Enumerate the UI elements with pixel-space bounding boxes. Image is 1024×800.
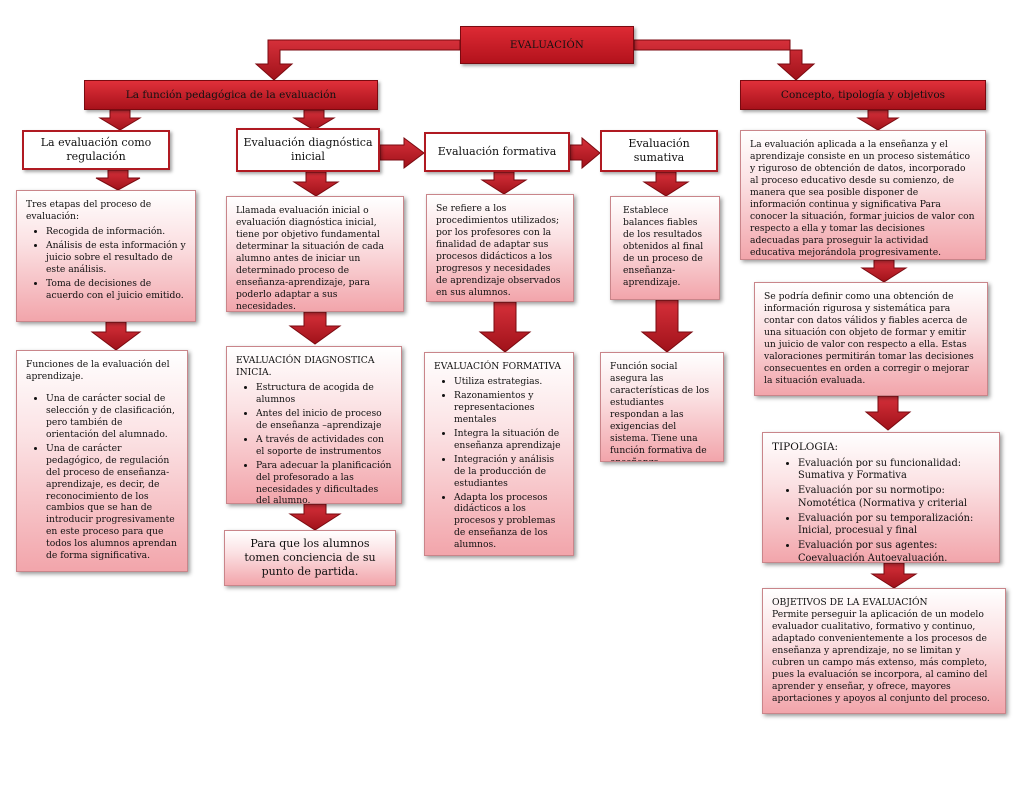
col3-box2-heading: EVALUACIÓN FORMATIVA xyxy=(434,361,561,372)
list-item: Evaluación por su normotipo: Nomotética … xyxy=(798,485,990,510)
list-item: Para adecuar la planificación del profes… xyxy=(256,460,392,503)
arrow-col5-3 xyxy=(870,562,918,589)
arrow-col3-col4 xyxy=(569,136,601,170)
root-node: EVALUACIÓN xyxy=(460,26,634,64)
col2-title-node: Evaluación diagnóstica inicial xyxy=(236,128,380,172)
col1-title-node: La evaluación como regulación xyxy=(22,130,170,170)
arrow-col4-b xyxy=(640,299,694,353)
col5-box4-heading: OBJETIVOS DE LA EVALUACIÓN xyxy=(772,597,928,608)
col2-box1-text: Llamada evaluación inicial o evaluación … xyxy=(236,205,384,312)
col1-box1-intro: Tres etapas del proceso de evaluación: xyxy=(26,199,152,222)
arrow-col1-b xyxy=(90,321,142,351)
arrow-col4-t xyxy=(642,171,690,197)
col3-box2: EVALUACIÓN FORMATIVA Utiliza estrategias… xyxy=(424,352,574,556)
arrow-branch-col2 xyxy=(292,109,336,131)
list-item: Evaluación por sus agentes: Coevaluación… xyxy=(798,540,990,562)
arrow-branch-col1 xyxy=(98,109,142,131)
list-item: Evaluación por su funcionalidad: Sumativ… xyxy=(798,458,990,483)
col4-box2-text: Función social asegura las característic… xyxy=(610,361,710,461)
col2-box1: Llamada evaluación inicial o evaluación … xyxy=(226,196,404,312)
list-item: Estructura de acogida de alumnos xyxy=(256,382,392,406)
list-item: Integra la situación de enseñanza aprend… xyxy=(454,428,564,452)
list-item: Utiliza estrategias. xyxy=(454,376,564,388)
col2-title: Evaluación diagnóstica inicial xyxy=(243,136,373,163)
col5-box3-heading: TIPOLOGIA: xyxy=(772,441,839,453)
col2-box2-heading: EVALUACIÓN DIAGNOSTICA INICIA. xyxy=(236,355,375,378)
arrow-col2-t xyxy=(292,171,340,197)
col1-box1: Tres etapas del proceso de evaluación: R… xyxy=(16,190,196,322)
list-item: Una de carácter pedagógico, de regulació… xyxy=(46,443,178,563)
col4-box2: Función social asegura las característic… xyxy=(600,352,724,462)
col5-box3: TIPOLOGIA: Evaluación por su funcionalid… xyxy=(762,432,1000,563)
list-item: Antes del inicio de proceso de enseñanza… xyxy=(256,408,392,432)
arrow-col1-t xyxy=(95,169,141,191)
arrow-col3-b xyxy=(478,301,532,353)
list-item: Adapta los procesos didácticos a los pro… xyxy=(454,492,564,552)
col1-box2: Funciones de la evaluación del aprendiza… xyxy=(16,350,188,572)
list-item: Recogida de información. xyxy=(46,226,186,238)
col3-title: Evaluación formativa xyxy=(437,145,557,159)
right-branch-title: Concepto, tipología y objetivos xyxy=(780,89,946,101)
col5-box2: Se podría definir como una obtención de … xyxy=(754,282,988,396)
arrow-col2-c xyxy=(288,503,342,531)
col5-box1: La evaluación aplicada a la enseñanza y … xyxy=(740,130,986,260)
col4-title-node: Evaluación sumativa xyxy=(600,130,718,172)
left-branch-node: La función pedagógica de la evaluación xyxy=(84,80,378,110)
right-branch-node: Concepto, tipología y objetivos xyxy=(740,80,986,110)
arrow-col3-t xyxy=(480,171,528,195)
arrow-right-down xyxy=(856,109,900,131)
col4-box1: Establece balances fiables de los result… xyxy=(610,196,720,300)
col5-box4: OBJETIVOS DE LA EVALUACIÓN Permite perse… xyxy=(762,588,1006,714)
col5-box1-text: La evaluación aplicada a la enseñanza y … xyxy=(750,139,975,258)
list-item: Razonamientos y representaciones mentale… xyxy=(454,390,564,426)
col1-title: La evaluación como regulación xyxy=(40,136,152,163)
col4-title: Evaluación sumativa xyxy=(628,137,690,164)
list-item: Integración y análisis de la producción … xyxy=(454,454,564,490)
col2-box2: EVALUACIÓN DIAGNOSTICA INICIA. Estructur… xyxy=(226,346,402,504)
col2-box3-text: Para que los alumnos tomen conciencia de… xyxy=(244,536,376,579)
col3-box1-text: Se refiere a los procedimientos utilizad… xyxy=(436,203,561,298)
arrow-root-left xyxy=(254,39,461,81)
arrow-col2-col3 xyxy=(379,137,425,169)
col4-box1-text: Establece balances fiables de los result… xyxy=(623,205,704,288)
list-item: Análisis de esta información y juicio so… xyxy=(46,240,186,276)
col5-box2-text: Se podría definir como una obtención de … xyxy=(764,291,974,386)
arrow-col2-b xyxy=(288,311,342,345)
list-item: Toma de decisiones de acuerdo con el jui… xyxy=(46,278,186,302)
col5-box4-text: Permite perseguir la aplicación de un mo… xyxy=(772,608,990,704)
col3-box1: Se refiere a los procedimientos utilizad… xyxy=(426,194,574,302)
list-item: A través de actividades con el soporte d… xyxy=(256,434,392,458)
col2-box3: Para que los alumnos tomen conciencia de… xyxy=(224,530,396,586)
col1-box2-intro: Funciones de la evaluación del aprendiza… xyxy=(26,359,170,382)
root-title: EVALUACIÓN xyxy=(509,39,585,51)
arrow-col5-1 xyxy=(860,259,908,283)
list-item: Evaluación por su temporalización: Inici… xyxy=(798,513,990,538)
col3-title-node: Evaluación formativa xyxy=(424,132,570,172)
arrow-col5-2 xyxy=(864,395,912,431)
arrow-root-right xyxy=(633,39,816,81)
list-item: Una de carácter social de selección y de… xyxy=(46,393,178,441)
left-branch-title: La función pedagógica de la evaluación xyxy=(125,89,337,101)
